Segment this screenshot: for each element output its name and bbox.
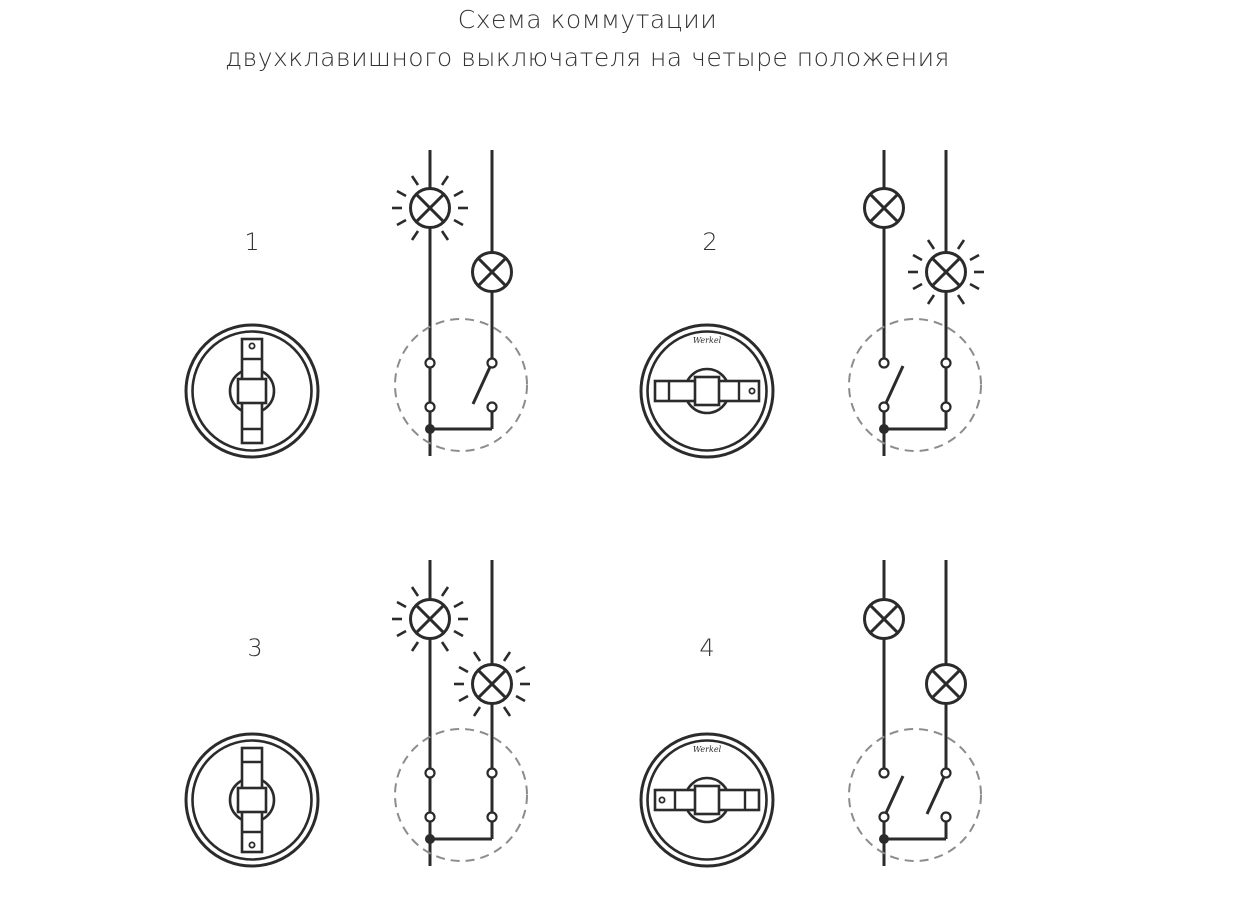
- position-number-4: 4: [699, 634, 715, 662]
- terminal: [940, 401, 952, 413]
- terminal: [424, 811, 436, 823]
- terminal: [878, 357, 890, 369]
- brand-mark: Werkel: [693, 336, 722, 345]
- terminal: [486, 811, 498, 823]
- terminal: [424, 357, 436, 369]
- junction-dot: [425, 424, 435, 434]
- switch-boundary-1: [394, 318, 528, 452]
- lamp-right-off-icon: [471, 251, 513, 293]
- switch-boundary-3: [394, 728, 528, 862]
- switch-knob-3-icon: [184, 732, 320, 868]
- lamp-left-off-icon: [863, 598, 905, 640]
- terminal: [878, 767, 890, 779]
- terminal: [424, 767, 436, 779]
- switch-knob-4-icon: Werkel: [639, 732, 775, 868]
- brand-mark: Werkel: [693, 745, 722, 754]
- position-number-2: 2: [702, 228, 718, 256]
- switch-knob-2-icon: Werkel: [639, 323, 775, 459]
- junction-dot: [879, 834, 889, 844]
- diagram-title-line2: двухклавишного выключателя на четыре пол…: [225, 43, 950, 72]
- terminal: [424, 401, 436, 413]
- terminal: [940, 767, 952, 779]
- lamp-left-off-icon: [863, 187, 905, 229]
- position-1-group: [184, 150, 528, 459]
- terminal: [878, 401, 890, 413]
- switch-knob-1-icon: [184, 323, 320, 459]
- junction-dot: [425, 834, 435, 844]
- lamp-right-off-icon: [925, 663, 967, 705]
- terminal: [878, 811, 890, 823]
- position-2-group: Werkel: [639, 150, 986, 459]
- terminal: [940, 811, 952, 823]
- position-number-1: 1: [244, 228, 260, 256]
- terminal: [486, 357, 498, 369]
- terminal: [486, 767, 498, 779]
- switch-boundary-4: [848, 728, 982, 862]
- diagram-title-line1: Схема коммутации: [457, 5, 718, 34]
- position-4-group: Werkel: [639, 560, 982, 868]
- junction-dot: [879, 424, 889, 434]
- position-number-3: 3: [247, 634, 263, 662]
- position-3-group: [184, 560, 532, 868]
- switch-boundary-2: [848, 318, 982, 452]
- terminal: [486, 401, 498, 413]
- terminal: [940, 357, 952, 369]
